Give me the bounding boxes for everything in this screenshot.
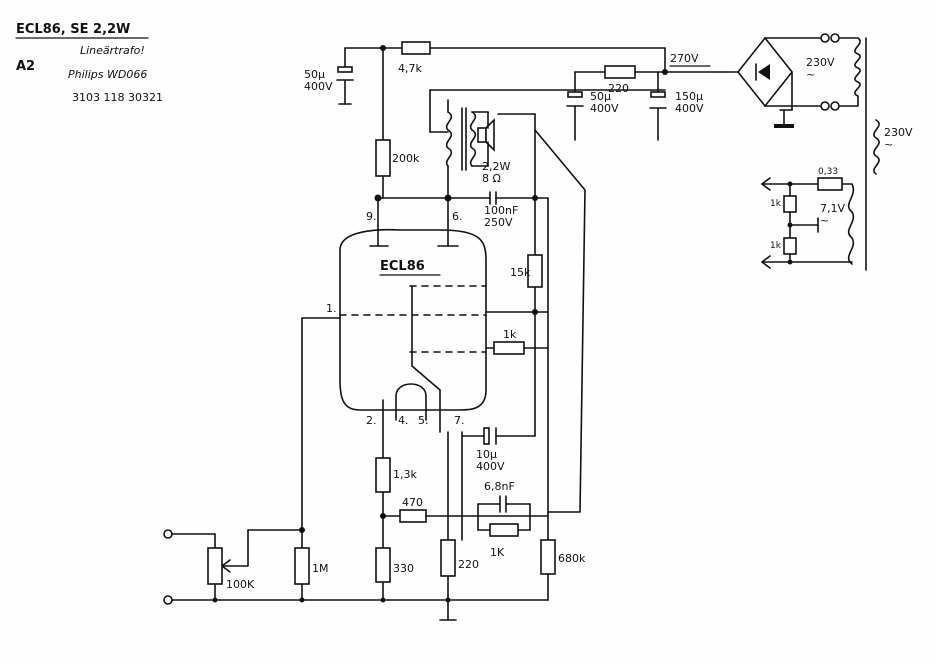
junction-dot: [380, 597, 386, 603]
wire: [411, 365, 441, 391]
wiper-arrow-icon: [221, 559, 231, 573]
label-r-200k: 200k: [392, 152, 420, 165]
label-b-plus: 270V: [670, 52, 699, 65]
label-r-15k: 15k: [510, 266, 531, 279]
label-r-1k-fb: 1K: [490, 546, 505, 559]
source-text: Philips WD066: [68, 68, 147, 81]
resistor-1k-grid: [493, 341, 525, 355]
resistor-1k-b: [783, 237, 797, 255]
label-r-470: 470: [402, 496, 423, 509]
resistor-330: [375, 547, 391, 583]
label-mains-pri: 230V~: [884, 126, 913, 151]
output-transformer-primary: [445, 111, 453, 167]
resistor-4k7: [401, 41, 431, 55]
junction-dot: [787, 222, 793, 228]
feedback-wire: [534, 129, 586, 513]
ground-terminal: [163, 595, 173, 605]
capacitor-10u: [483, 427, 490, 445]
label-pot-100k: 100K: [226, 578, 255, 591]
terminal: [830, 101, 840, 111]
label-r-680k: 680k: [558, 552, 586, 565]
subtitle-text: Lineärtrafo!: [80, 44, 145, 57]
label-pin-6: 6.: [452, 210, 463, 223]
label-r-4k7: 4,7k: [398, 62, 422, 75]
capacitor-50u-left: [337, 66, 353, 73]
label-pin-2: 2.: [366, 414, 377, 427]
tube-envelope: [339, 228, 487, 411]
label-pin-1: 1.: [326, 302, 337, 315]
label-mains-sec: 230V~: [806, 56, 835, 81]
junction-dot: [212, 597, 218, 603]
label-r-1k-b: 1k: [770, 241, 782, 251]
label-pin-4: 4.: [398, 414, 409, 427]
potentiometer-100k: [207, 547, 223, 585]
ground-symbol: [774, 124, 794, 128]
resistor-1k-a: [783, 195, 797, 213]
title-text: ECL86, SE 2,2W: [16, 22, 130, 37]
speaker-icon: [477, 127, 487, 143]
heater-winding: [841, 183, 855, 265]
heater-filament: [395, 383, 427, 421]
junction-dot: [787, 181, 793, 187]
output-transformer-secondary: [469, 111, 477, 167]
terminal: [830, 33, 840, 43]
transformer-primary-coil: [873, 119, 880, 175]
label-pin-9: 9.: [366, 210, 377, 223]
label-c-6n8: 6,8nF: [484, 480, 515, 493]
terminal: [820, 33, 830, 43]
junction-dot: [787, 259, 793, 265]
junction-dot: [299, 597, 305, 603]
label-r-033: 0,33: [818, 167, 838, 177]
resistor-680k: [540, 539, 556, 575]
junction-dot: [299, 527, 305, 533]
label-r-330: 330: [393, 562, 414, 575]
label-r-220-supply: 220: [608, 82, 629, 95]
resistor-0-33: [817, 177, 843, 191]
arrow-icon: [761, 177, 771, 191]
label-r-1k3: 1,3k: [393, 468, 417, 481]
wiper-wire: [223, 529, 249, 567]
capacitor-50u-mid: [567, 91, 583, 98]
part-number-text: 3103 118 30321: [72, 91, 163, 104]
label-r-1k-a: 1k: [770, 199, 782, 209]
input-terminal: [163, 529, 173, 539]
resistor-220-supply: [604, 65, 636, 79]
label-r-1M: 1M: [312, 562, 329, 575]
terminal: [820, 101, 830, 111]
transformer-secondary-coil: [839, 37, 861, 107]
label-r-1k-grid: 1k: [503, 328, 517, 341]
tube-type: ECL86: [380, 259, 425, 274]
arrow-icon: [761, 255, 771, 269]
junction-dot: [445, 597, 451, 603]
label-r-220-cath: 220: [458, 558, 479, 571]
diode-icon: [758, 64, 770, 80]
capacitor-150u: [650, 91, 666, 98]
label-heater: 7,1V~: [820, 202, 845, 227]
ref-text: A2: [16, 59, 35, 74]
resistor-1k3: [375, 457, 391, 493]
resistor-470: [399, 509, 427, 523]
resistor-200k: [375, 139, 391, 177]
resistor-1M: [294, 547, 310, 585]
label-pin-5: 5.: [418, 414, 429, 427]
resistor-220-cathode: [440, 539, 456, 577]
resistor-1k-feedback: [489, 523, 519, 537]
label-pin-7: 7.: [454, 414, 465, 427]
